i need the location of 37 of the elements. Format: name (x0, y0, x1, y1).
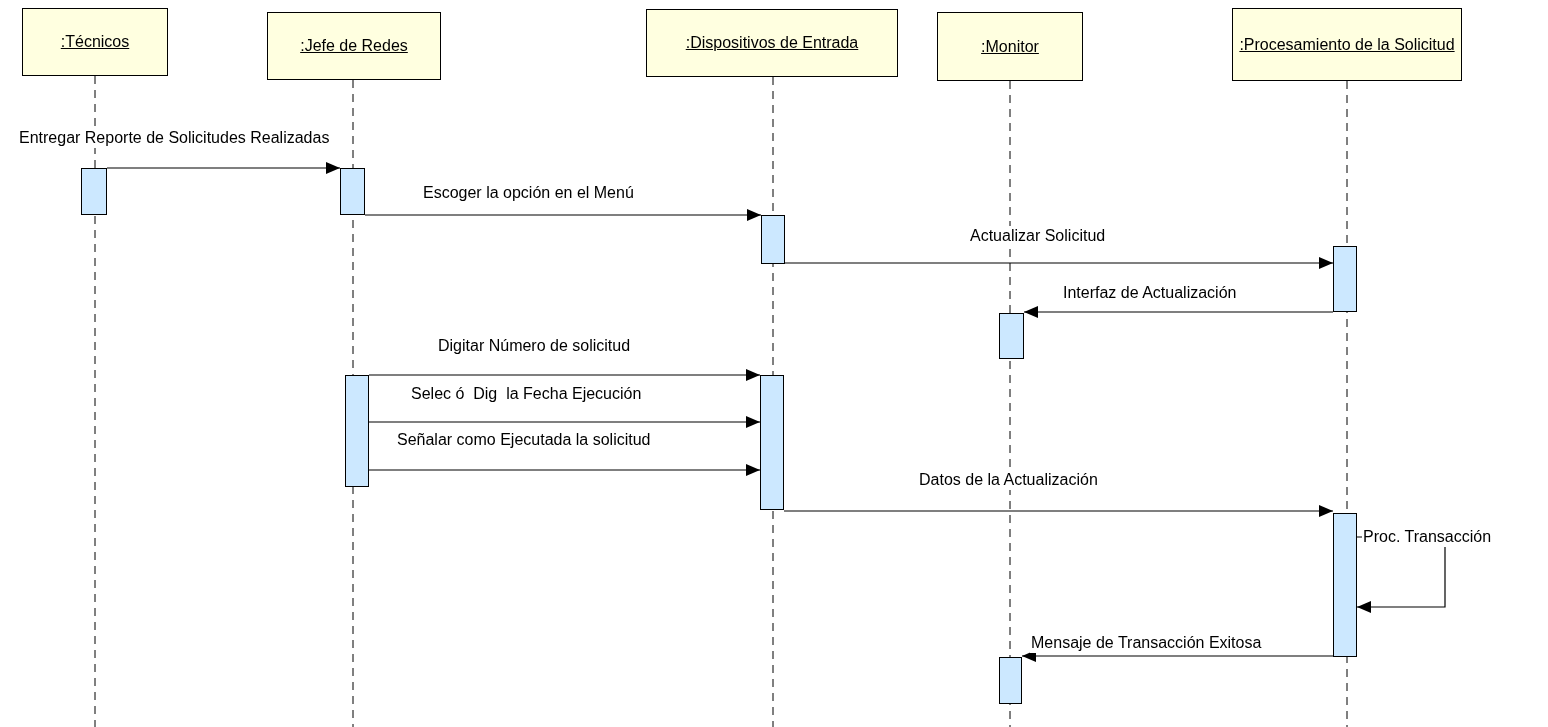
message-label: Selec ó Dig la Fecha Ejecución (410, 384, 643, 404)
object-box (1232, 8, 1462, 81)
message-arrow (783, 505, 1334, 517)
activation-bar (760, 375, 784, 510)
activation-bar (1333, 246, 1357, 312)
activation-bar (81, 168, 107, 215)
message-arrow (368, 416, 761, 428)
object-name: :Monitor (980, 36, 1040, 57)
activation-bar (761, 215, 785, 264)
activation-bar (1333, 513, 1357, 657)
object-name: :Jefe de Redes (299, 36, 409, 56)
message-label: Señalar como Ejecutada la solicitud (396, 430, 652, 450)
message-arrow (106, 162, 341, 174)
message-label: Entregar Reporte de Solicitudes Realizadas (18, 128, 331, 148)
message-label: Mensaje de Transacción Exitosa (1030, 633, 1263, 653)
activation-bar (340, 168, 365, 215)
message-arrow (784, 257, 1334, 269)
message-arrow (368, 464, 761, 476)
object-box (267, 12, 441, 80)
activation-bar (999, 657, 1022, 704)
activation-bar (345, 375, 369, 487)
message-label: Digitar Número de solicitud (437, 336, 632, 356)
message-arrow (364, 209, 762, 221)
activation-bar (999, 313, 1024, 359)
object-box (646, 9, 898, 77)
message-label: Datos de la Actualización (918, 470, 1099, 490)
message-arrow (1023, 306, 1334, 318)
message-label: Escoger la opción en el Menú (422, 183, 635, 203)
message-arrow (368, 369, 761, 381)
message-arrow (1021, 650, 1334, 662)
message-label: Proc. Transacción (1362, 527, 1493, 547)
object-box (937, 12, 1083, 81)
object-name: :Procesamiento de la Solicitud (1238, 34, 1456, 55)
message-label: Actualizar Solicitud (969, 226, 1107, 246)
object-name: :Técnicos (59, 32, 131, 52)
object-name: :Dispositivos de Entrada (684, 33, 860, 53)
object-box (22, 8, 168, 76)
